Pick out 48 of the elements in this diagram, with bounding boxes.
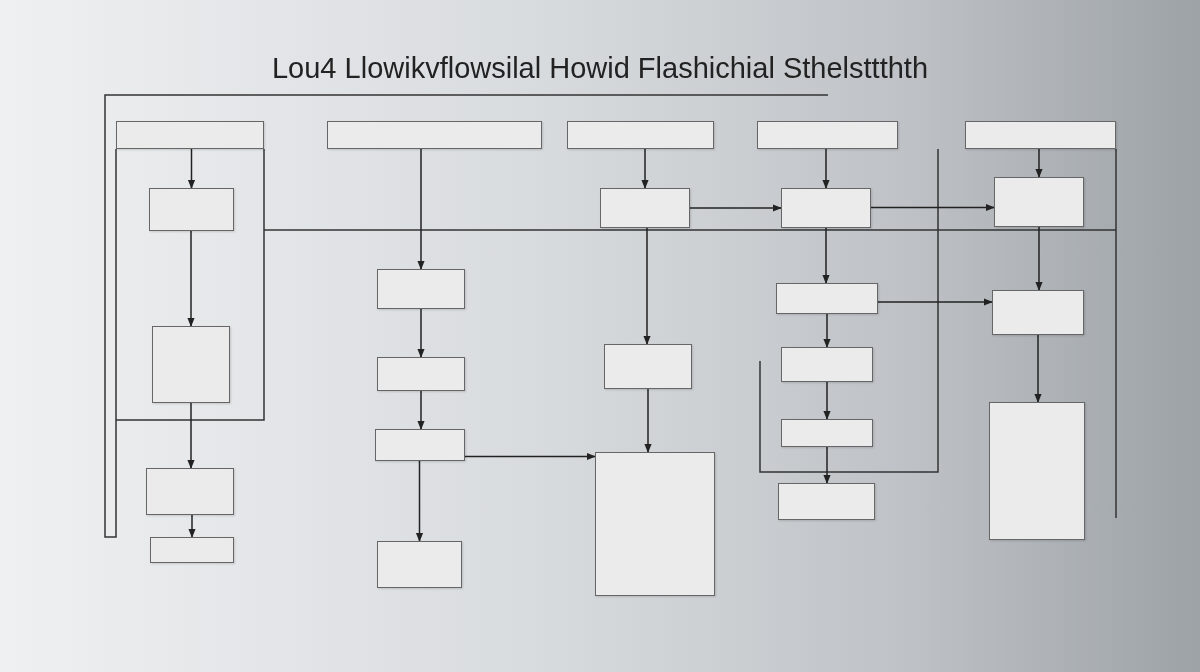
process-box <box>595 452 715 596</box>
connector-arrow <box>1035 226 1043 291</box>
process-box <box>152 326 230 403</box>
connector-arrow <box>644 388 652 453</box>
connector-arrow <box>822 227 830 284</box>
process-box <box>149 188 234 231</box>
process-box <box>567 121 714 149</box>
connector-arrow <box>1034 334 1042 403</box>
process-box <box>781 419 873 447</box>
process-box <box>116 121 264 149</box>
process-box <box>146 468 234 515</box>
process-box <box>377 269 465 309</box>
diagram-title: Lou4 Llowikvflowsilal Howid Flashichial Sthelsttthth <box>272 52 928 85</box>
process-box <box>150 537 234 563</box>
connector-arrow <box>187 148 196 189</box>
connector-arrow <box>464 452 596 461</box>
connector-arrow <box>417 148 425 270</box>
connector-arrow <box>823 381 831 420</box>
connector-arrow <box>823 313 831 348</box>
connector-arrow <box>415 460 424 542</box>
process-box <box>776 283 878 314</box>
connector-arrow <box>187 402 195 469</box>
connector-arrow <box>870 203 995 212</box>
connector-arrow <box>823 446 831 484</box>
process-box <box>992 290 1084 335</box>
process-box <box>377 357 465 391</box>
process-box <box>600 188 690 228</box>
connector-arrow <box>417 390 425 430</box>
process-box <box>757 121 898 149</box>
connector-arrow <box>643 227 651 345</box>
connector-arrow <box>822 148 830 189</box>
process-box <box>994 177 1084 227</box>
connector-arrow <box>417 308 425 358</box>
process-box <box>778 483 875 520</box>
process-box <box>327 121 542 149</box>
connector-arrow <box>1035 148 1043 178</box>
process-box <box>604 344 692 389</box>
process-box <box>989 402 1085 540</box>
process-box <box>377 541 462 588</box>
process-box <box>781 188 871 228</box>
connector-arrow <box>188 514 196 538</box>
process-box <box>781 347 873 382</box>
connector-arrow <box>187 230 195 327</box>
process-box <box>375 429 465 461</box>
connector-arrow <box>877 298 993 306</box>
connector-arrow <box>689 204 782 212</box>
connector-arrow <box>641 148 649 189</box>
process-box <box>965 121 1116 149</box>
